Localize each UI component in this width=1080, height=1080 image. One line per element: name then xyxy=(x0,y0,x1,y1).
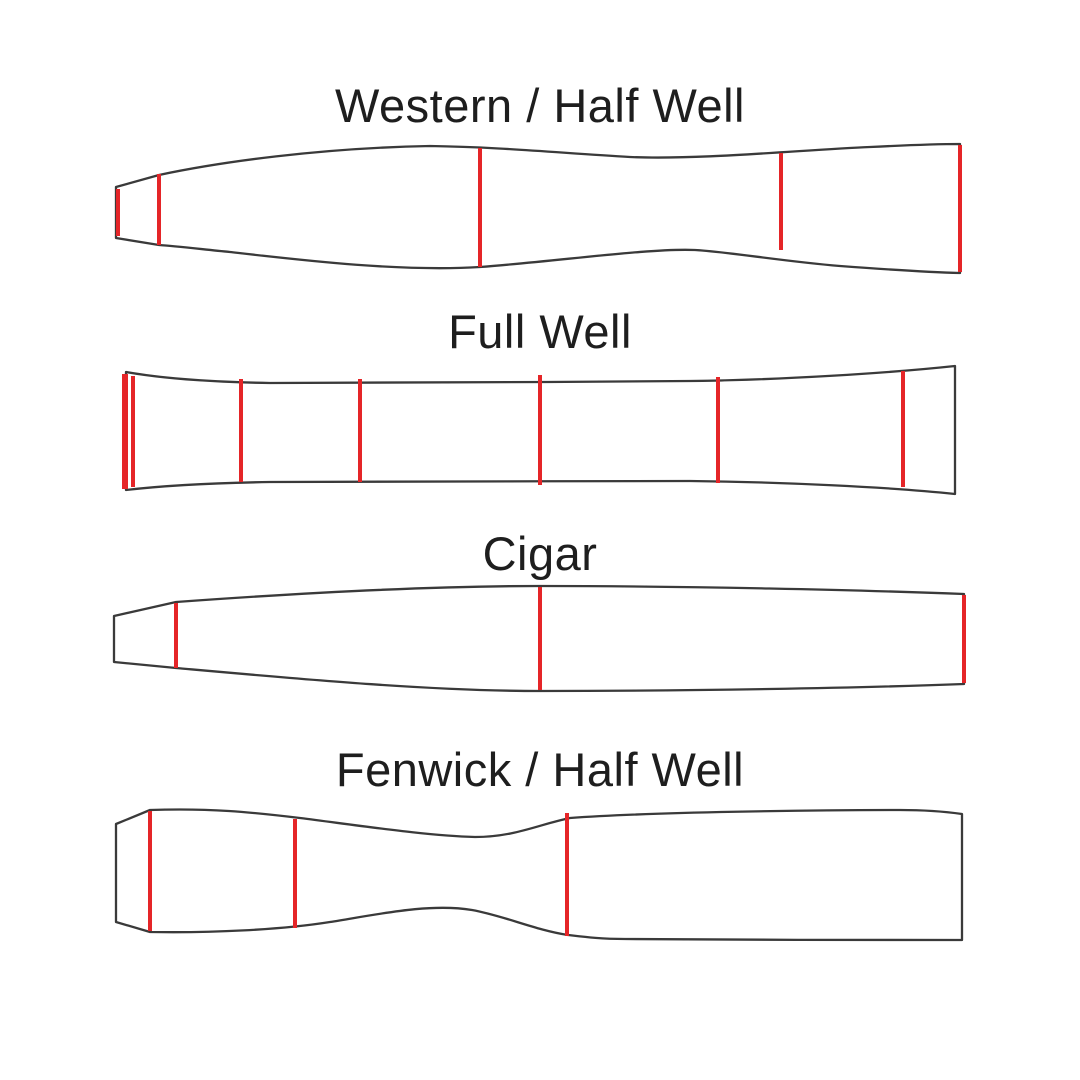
grip-label-full-well: Full Well xyxy=(448,305,632,358)
grip-label-cigar: Cigar xyxy=(482,527,598,580)
grip-outline-western-half-well xyxy=(114,142,962,275)
grip-label-fenwick-half-well: Fenwick / Half Well xyxy=(335,743,745,796)
grip-label-western-half-well: Western / Half Well xyxy=(335,79,745,132)
grip-outline-fenwick-half-well xyxy=(114,808,964,942)
